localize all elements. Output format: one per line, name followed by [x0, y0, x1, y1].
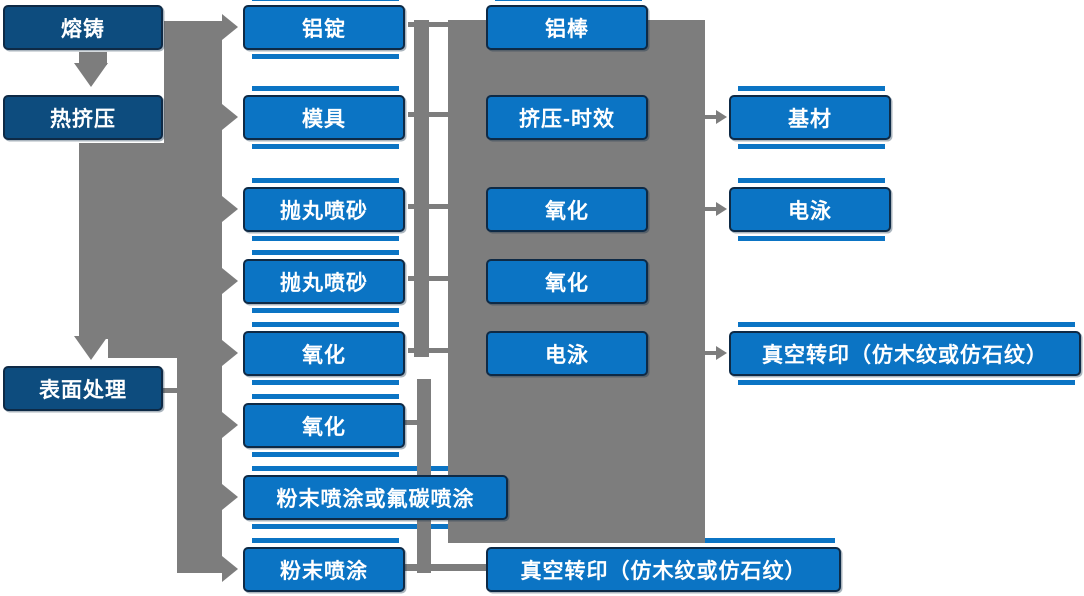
node-aluminum-ingot: 铝锭 [243, 5, 405, 50]
accent-bar [252, 86, 399, 91]
node-label: 挤压-时效 [519, 107, 615, 131]
node-label: 氧化 [545, 199, 589, 223]
node-hot-extrusion: 热挤压 [3, 95, 163, 140]
node-label: 基材 [788, 107, 832, 131]
accent-bar [738, 144, 885, 149]
connector-surface-treatment-link [163, 388, 179, 393]
accent-bar [252, 308, 399, 313]
tick-row8 [405, 564, 487, 571]
node-label: 抛丸喷砂 [280, 199, 368, 223]
accent-bar [252, 250, 399, 255]
node-label: 表面处理 [39, 378, 127, 402]
arrow-stem-to-vacuum-print [705, 351, 717, 355]
node-label: 热挤压 [50, 107, 116, 131]
arrow-stem-to-electrophoresis [705, 207, 717, 211]
arrow-to-mold [222, 104, 238, 130]
accent-bar [738, 86, 885, 91]
node-label: 抛丸喷砂 [280, 271, 368, 295]
accent-bar [252, 54, 399, 59]
accent-bar [252, 144, 399, 149]
connector-main-band [79, 143, 222, 339]
node-surface-treatment: 表面处理 [3, 366, 163, 411]
node-label: 氧化 [302, 415, 346, 439]
node-label: 铝锭 [302, 17, 346, 41]
node-label: 真空转印（仿木纹或仿石纹） [762, 343, 1048, 367]
accent-bar [738, 380, 1075, 385]
arrow-down-to-hot-extrusion [74, 63, 108, 87]
accent-bar [738, 236, 885, 241]
node-label: 熔铸 [61, 17, 105, 41]
arrow-down-stem-hot-extrusion [79, 52, 107, 65]
node-label: 粉末喷涂或氟碳喷涂 [276, 487, 475, 511]
node-vacuum-transfer-print-1: 真空转印（仿木纹或仿石纹） [486, 547, 841, 592]
arrow-to-oxidation-1 [222, 340, 238, 366]
node-powder-or-fluorocarbon-coating: 粉末喷涂或氟碳喷涂 [243, 475, 508, 520]
mid-rail-upper [414, 20, 429, 357]
node-label: 真空转印（仿木纹或仿石纹） [520, 559, 807, 583]
accent-bar [252, 178, 399, 183]
tick-row4 [408, 276, 448, 281]
node-electrophoresis-1: 电泳 [486, 331, 648, 376]
node-mold: 模具 [243, 95, 405, 140]
node-shot-blast-1: 抛丸喷砂 [243, 187, 405, 232]
arrow-to-oxidation-2 [222, 412, 238, 438]
node-label: 电泳 [545, 343, 589, 367]
node-aluminum-rod: 铝棒 [486, 5, 648, 50]
connector-band-foot [108, 338, 222, 358]
tick-row1 [408, 22, 448, 27]
arrow-to-vacuum-print [716, 346, 727, 360]
node-oxidation-3: 氧化 [486, 187, 648, 232]
tick-row3 [408, 204, 448, 209]
node-shot-blast-2: 抛丸喷砂 [243, 259, 405, 304]
arrow-to-powder-coating [222, 556, 238, 582]
node-vacuum-transfer-print-2: 真空转印（仿木纹或仿石纹） [729, 331, 1081, 376]
tick-row5 [408, 348, 448, 353]
arrow-to-electrophoresis [716, 202, 727, 216]
arrow-to-shot-blast-2 [222, 268, 238, 294]
arrow-to-aluminum-ingot [222, 14, 238, 40]
arrow-to-shot-blast-1 [222, 196, 238, 222]
accent-bar [252, 538, 399, 543]
arrow-down-to-surface-treatment [74, 336, 108, 360]
node-label: 电泳 [788, 199, 832, 223]
node-electrophoresis-2: 电泳 [729, 187, 891, 232]
accent-bar [252, 452, 399, 457]
node-substrate: 基材 [729, 95, 891, 140]
accent-bar [252, 380, 399, 385]
accent-bar [252, 322, 399, 327]
tick-row6 [405, 420, 430, 425]
node-oxidation-2: 氧化 [243, 403, 405, 448]
accent-bar [252, 524, 502, 529]
node-melt-cast: 熔铸 [3, 5, 163, 50]
accent-bar [738, 322, 1075, 327]
connector-right-of-meltcast [164, 21, 222, 146]
node-powder-coating: 粉末喷涂 [243, 547, 405, 592]
connector-lower-band [177, 358, 222, 573]
node-label: 模具 [302, 107, 346, 131]
arrow-to-substrate [716, 110, 727, 124]
node-label: 粉末喷涂 [280, 559, 368, 583]
tick-row2 [408, 112, 448, 117]
accent-bar [252, 0, 399, 1]
accent-bar [252, 466, 502, 471]
accent-bar [495, 0, 642, 1]
node-label: 氧化 [545, 271, 589, 295]
node-oxidation-1: 氧化 [243, 331, 405, 376]
arrow-stem-to-substrate [705, 115, 717, 119]
node-label: 氧化 [302, 343, 346, 367]
accent-bar [252, 394, 399, 399]
arrow-to-powder-fluorocarbon [222, 484, 238, 510]
node-extrusion-aging: 挤压-时效 [486, 95, 648, 140]
node-label: 铝棒 [545, 17, 589, 41]
accent-bar [252, 236, 399, 241]
accent-bar [738, 178, 885, 183]
node-oxidation-4: 氧化 [486, 259, 648, 304]
